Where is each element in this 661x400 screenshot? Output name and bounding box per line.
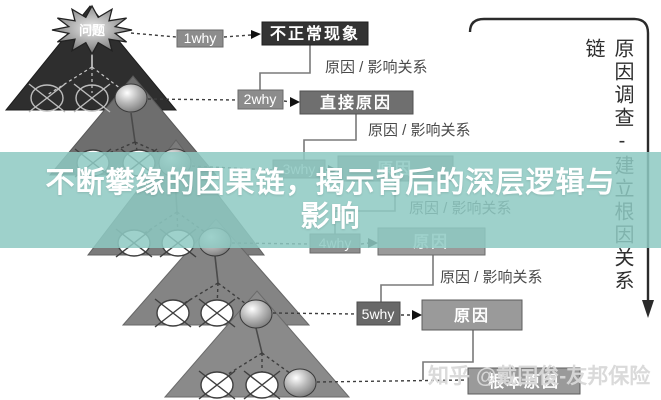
relation-label-2: 原因 / 影响关系: [368, 122, 471, 139]
cause-box-5: 原因: [421, 299, 523, 331]
why-label-1: 1why: [184, 30, 217, 46]
root-cause-label: 根本原因: [488, 372, 560, 391]
root-cause-box: 根本原因: [467, 367, 581, 395]
investigation-arrow: [468, 17, 654, 318]
arrowhead-down-icon: [642, 300, 654, 318]
page-title-line1: 不断攀缘的因果链，揭示背后的深层逻辑与: [45, 167, 616, 199]
relation-label-4: 原因 / 影响关系: [440, 269, 543, 286]
eliminated-cause-icons-level-1: [28, 83, 111, 113]
problem-label: 问题: [79, 23, 106, 38]
why-label-5: 5why: [362, 306, 395, 322]
cause-label-2: 直接原因: [320, 93, 392, 112]
title-banner: 不断攀缘的因果链，揭示背后的深层逻辑与 影响: [0, 152, 661, 248]
why-box-1: 1why: [176, 29, 224, 48]
why-label-2: 2why: [244, 91, 277, 107]
page-title: 不断攀缘的因果链，揭示背后的深层逻辑与 影响: [37, 166, 623, 234]
cause-label-1: 不正常现象: [270, 24, 360, 43]
page-title-line2: 影响: [300, 201, 361, 233]
watermark: 知乎 @戴国俊-友邦保险: [428, 365, 651, 388]
problem-starburst: 问题: [51, 4, 133, 56]
cause-box-2: 直接原因: [299, 90, 414, 115]
why-box-2: 2why: [237, 89, 284, 110]
cause-box-1: 不正常现象: [261, 21, 369, 46]
cause-label-5: 原因: [454, 307, 490, 325]
relation-label-1: 原因 / 影响关系: [325, 59, 428, 76]
why-box-5: 5why: [356, 301, 401, 326]
